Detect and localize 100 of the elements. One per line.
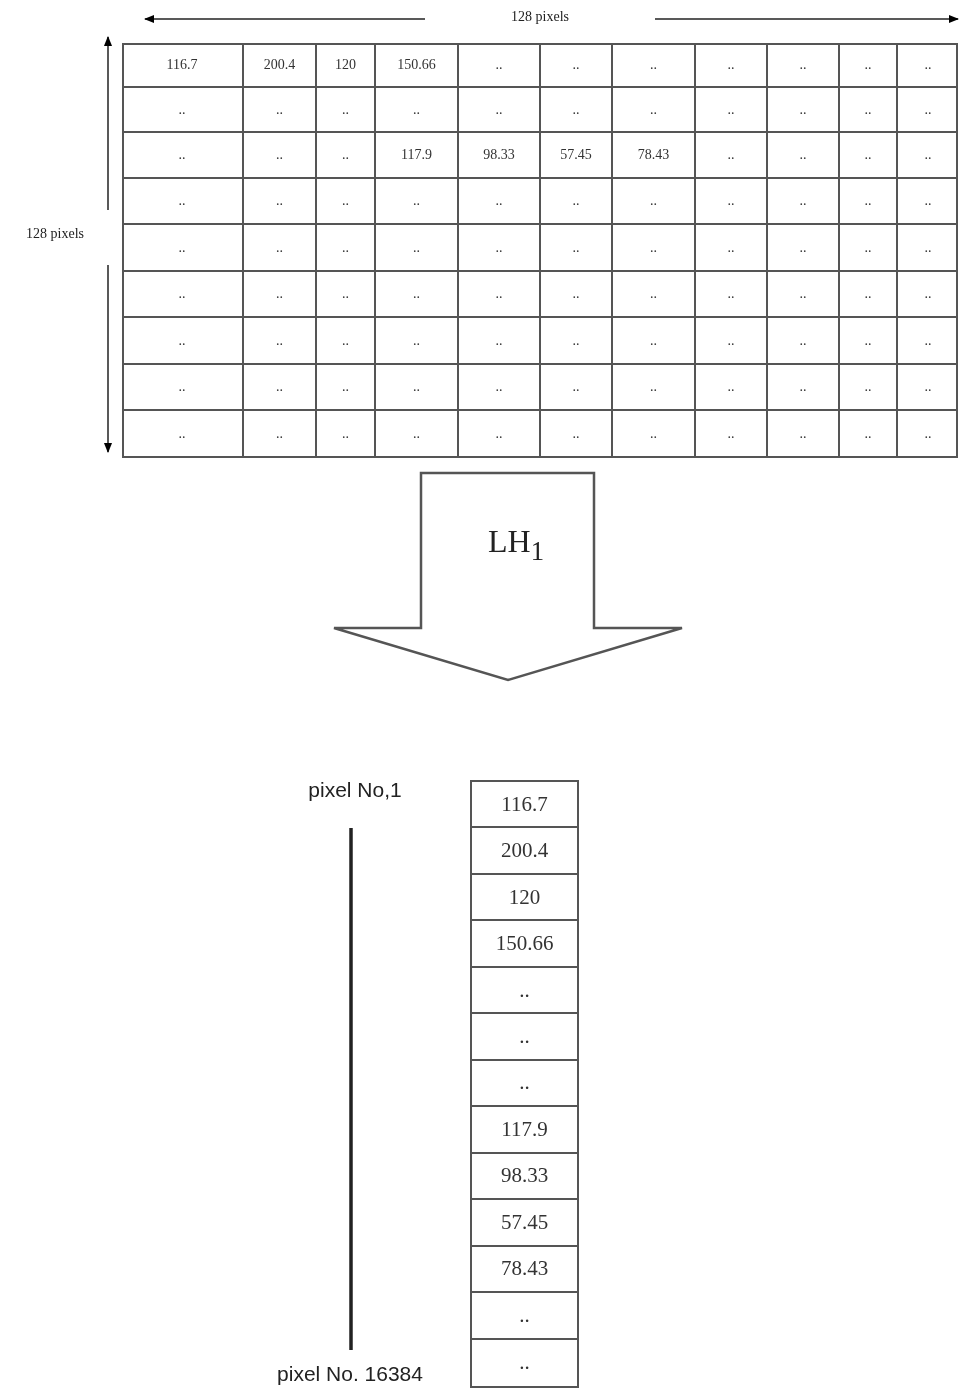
grid-cell: ..: [613, 225, 696, 272]
grid-cell: ..: [376, 88, 459, 133]
vector-cell: 120: [472, 874, 577, 922]
grid-cell: ..: [541, 43, 613, 88]
grid-cell: ..: [244, 133, 317, 179]
grid-cell: ..: [768, 272, 840, 318]
grid-cell: ..: [376, 365, 459, 411]
vector-cell: ..: [472, 967, 577, 1015]
grid-cell: ..: [244, 225, 317, 272]
grid-cell: ..: [696, 365, 768, 411]
grid-cell: ..: [768, 43, 840, 88]
grid-cell: ..: [898, 43, 958, 88]
grid-cell: ..: [898, 133, 958, 179]
grid-cell: ..: [768, 318, 840, 365]
vector-cell: ..: [472, 1293, 577, 1340]
grid-cell: ..: [376, 318, 459, 365]
grid-cell: ..: [898, 365, 958, 411]
grid-cell: ..: [613, 179, 696, 225]
vector-cell: 116.7: [472, 782, 577, 829]
grid-cell: ..: [696, 272, 768, 318]
grid-cell: 57.45: [541, 133, 613, 179]
grid-cell: ..: [840, 88, 898, 133]
grid-cell: ..: [541, 272, 613, 318]
grid-cell: ..: [122, 225, 244, 272]
vector-cell: ..: [472, 1060, 577, 1108]
grid-cell: 78.43: [613, 133, 696, 179]
grid-cell: ..: [244, 365, 317, 411]
grid-cell: ..: [840, 272, 898, 318]
grid-cell: ..: [696, 318, 768, 365]
grid-cell: ..: [696, 225, 768, 272]
grid-cell: 120: [317, 43, 376, 88]
grid-cell: ..: [459, 365, 541, 411]
grid-cell: 116.7: [122, 43, 244, 88]
grid-cell: ..: [317, 272, 376, 318]
grid-cell: ..: [122, 133, 244, 179]
grid-cell: ..: [696, 133, 768, 179]
grid-cell: ..: [317, 179, 376, 225]
grid-cell: ..: [541, 88, 613, 133]
grid-cell: ..: [459, 43, 541, 88]
grid-cell: ..: [459, 88, 541, 133]
grid-cell: ..: [768, 179, 840, 225]
grid-cell: ..: [898, 88, 958, 133]
grid-cell: ..: [317, 411, 376, 458]
grid-cell: ..: [317, 133, 376, 179]
grid-cell: ..: [317, 88, 376, 133]
grid-cell: ..: [613, 43, 696, 88]
grid-cell: ..: [459, 179, 541, 225]
grid-cell: 98.33: [459, 133, 541, 179]
grid-cell: ..: [613, 272, 696, 318]
grid-cell: ..: [613, 411, 696, 458]
grid-cell: ..: [122, 272, 244, 318]
vector-cell: 57.45: [472, 1200, 577, 1247]
grid-cell: ..: [459, 272, 541, 318]
grid-cell: ..: [376, 179, 459, 225]
block-arrow: [332, 471, 684, 682]
grid-cell: ..: [768, 133, 840, 179]
grid-cell: ..: [840, 43, 898, 88]
grid-cell: ..: [244, 411, 317, 458]
vector-cell: 98.33: [472, 1153, 577, 1201]
grid-cell: ..: [459, 225, 541, 272]
grid-cell: ..: [613, 318, 696, 365]
grid-cell: ..: [122, 318, 244, 365]
grid-cell: ..: [768, 365, 840, 411]
vector-cell: ..: [472, 1014, 577, 1061]
grid-cell: ..: [696, 43, 768, 88]
grid-cell: ..: [317, 225, 376, 272]
pixel-grid-table: [122, 43, 958, 458]
grid-cell: ..: [244, 318, 317, 365]
grid-cell: ..: [317, 365, 376, 411]
grid-cell: ..: [376, 411, 459, 458]
grid-cell: ..: [244, 179, 317, 225]
grid-cell: ..: [898, 318, 958, 365]
grid-cell: ..: [898, 272, 958, 318]
grid-cell: ..: [768, 411, 840, 458]
grid-cell: 150.66: [376, 43, 459, 88]
grid-cell: ..: [840, 365, 898, 411]
grid-cell: ..: [840, 133, 898, 179]
grid-cell: ..: [376, 225, 459, 272]
grid-cell: ..: [541, 365, 613, 411]
grid-cell: ..: [541, 225, 613, 272]
grid-cell: ..: [541, 179, 613, 225]
grid-cell: ..: [696, 179, 768, 225]
grid-cell: ..: [840, 179, 898, 225]
grid-cell: ..: [244, 272, 317, 318]
grid-cell: ..: [317, 318, 376, 365]
grid-cell: ..: [122, 365, 244, 411]
grid-cell: ..: [376, 272, 459, 318]
grid-cell: ..: [541, 411, 613, 458]
grid-cell: ..: [898, 179, 958, 225]
grid-cell: ..: [840, 225, 898, 272]
grid-cell: ..: [244, 88, 317, 133]
grid-cell: ..: [768, 88, 840, 133]
vector-cell-text: ..: [518, 1349, 531, 1377]
grid-cell: 117.9: [376, 133, 459, 179]
grid-cell: ..: [459, 411, 541, 458]
grid-cell: ..: [696, 88, 768, 133]
grid-cell: ..: [613, 365, 696, 411]
grid-cell: ..: [122, 411, 244, 458]
vector-cell: 78.43: [472, 1246, 577, 1294]
grid-cell: ..: [122, 88, 244, 133]
